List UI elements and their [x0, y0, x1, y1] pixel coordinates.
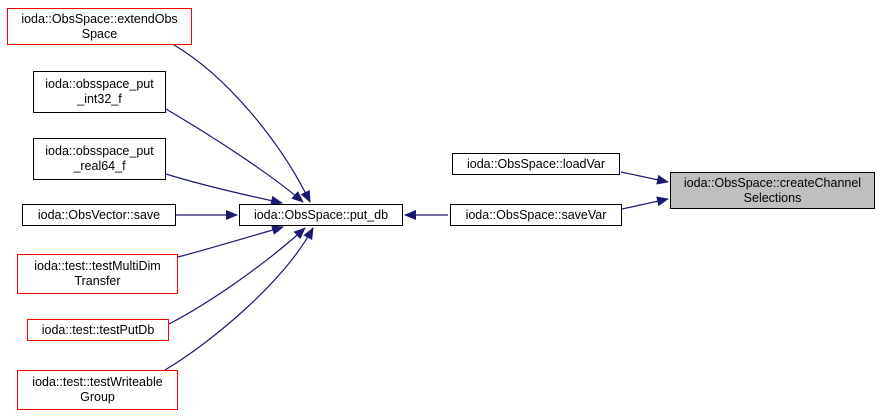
node-load-var-label: ioda::ObsSpace::loadVar — [466, 156, 606, 171]
edge-obsspace-put-int32-f-to-put-db — [165, 108, 304, 203]
node-extend-obs-space-line2: Space — [81, 26, 118, 41]
node-create-channel-selections-line1: ioda::ObsSpace::createChannel — [683, 175, 862, 190]
node-extend-obs-space[interactable]: ioda::ObsSpace::extendObs Space — [7, 8, 192, 45]
edge-test-put-db-to-put-db — [168, 227, 306, 325]
edge-extend-obs-space-to-put-db — [173, 44, 311, 203]
node-obsspace-put-real64-f[interactable]: ioda::obsspace_put _real64_f — [33, 138, 166, 180]
node-obsspace-put-real64-f-line2: _real64_f — [73, 159, 126, 173]
edge-test-multi-dim-transfer-to-put-db — [177, 225, 284, 258]
edge-save-var-to-create-channel-selections — [621, 196, 669, 210]
node-test-multi-dim-transfer-line1: ioda::test::testMultiDim — [34, 259, 161, 273]
edge-test-writeable-group-to-put-db — [164, 227, 314, 371]
node-put-db[interactable]: ioda::ObsSpace::put_db — [239, 204, 403, 226]
node-test-writeable-group-line1: ioda::test::testWriteable — [32, 375, 163, 389]
node-put-db-label: ioda::ObsSpace::put_db — [253, 207, 389, 222]
node-test-multi-dim-transfer-line2: Transfer — [74, 274, 121, 288]
node-obs-vector-save-label: ioda::ObsVector::save — [37, 207, 161, 222]
node-test-multi-dim-transfer[interactable]: ioda::test::testMultiDim Transfer — [17, 254, 178, 294]
node-test-writeable-group-line2: Group — [80, 390, 115, 404]
node-test-put-db-label: ioda::test::testPutDb — [41, 322, 155, 337]
node-extend-obs-space-line1: ioda::ObsSpace::extendObs — [21, 11, 178, 26]
edge-obsspace-put-real64-f-to-put-db — [165, 173, 283, 206]
node-create-channel-selections: ioda::ObsSpace::createChannel Selections — [670, 172, 875, 209]
node-test-put-db[interactable]: ioda::test::testPutDb — [27, 319, 169, 341]
node-obsspace-put-int32-f-line2: _int32_f — [77, 92, 122, 106]
node-obsspace-put-int32-f-line1: ioda::obsspace_put — [45, 77, 154, 91]
node-obs-vector-save[interactable]: ioda::ObsVector::save — [22, 204, 176, 226]
node-create-channel-selections-line2: Selections — [743, 190, 802, 205]
edge-load-var-to-create-channel-selections — [620, 171, 669, 185]
node-obsspace-put-int32-f[interactable]: ioda::obsspace_put _int32_f — [33, 71, 166, 113]
node-test-writeable-group[interactable]: ioda::test::testWriteable Group — [17, 370, 178, 410]
node-obsspace-put-real64-f-line1: ioda::obsspace_put — [45, 144, 154, 158]
node-save-var[interactable]: ioda::ObsSpace::saveVar — [450, 204, 622, 226]
node-save-var-label: ioda::ObsSpace::saveVar — [465, 207, 607, 222]
node-load-var[interactable]: ioda::ObsSpace::loadVar — [452, 153, 620, 175]
